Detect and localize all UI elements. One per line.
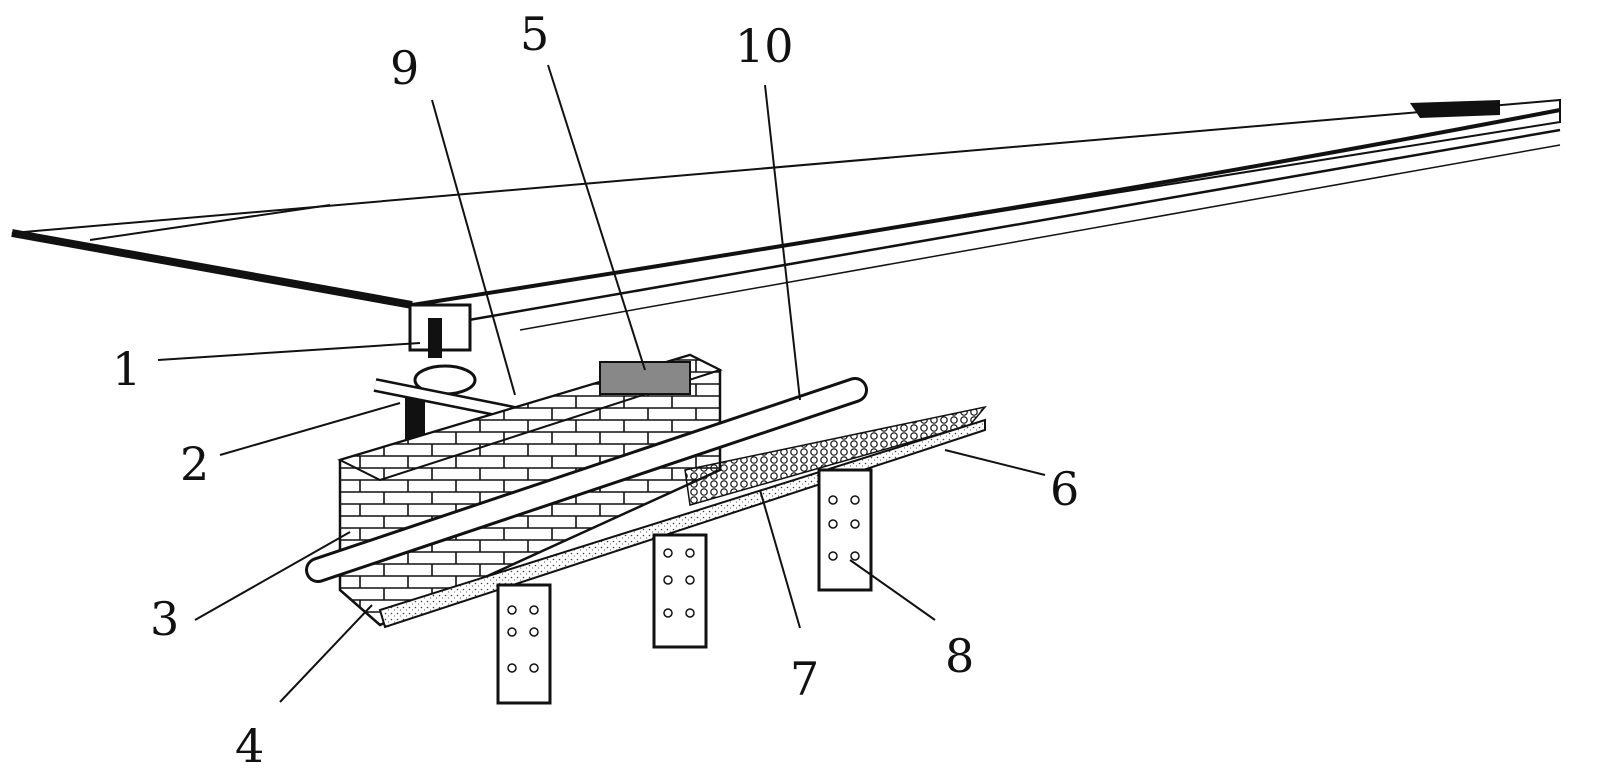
pile-middle — [652, 533, 708, 649]
callout-7: 7 — [790, 652, 819, 706]
callout-10: 10 — [735, 19, 794, 73]
long-pipe — [305, 377, 868, 583]
pile-left — [496, 583, 552, 705]
leader-lines — [157, 64, 1046, 703]
callout-8: 8 — [945, 629, 974, 683]
piles — [496, 468, 873, 705]
callout-2: 2 — [180, 437, 209, 491]
callout-6: 6 — [1050, 462, 1079, 516]
callout-3: 3 — [150, 592, 179, 646]
callout-4: 4 — [235, 719, 264, 773]
panel-slab — [11, 98, 1561, 331]
callout-5: 5 — [520, 7, 549, 61]
callout-labels: 1 2 3 4 5 6 7 8 9 10 — [112, 7, 1079, 773]
callout-9: 9 — [390, 41, 419, 95]
pile-right — [817, 468, 873, 592]
callout-1: 1 — [112, 342, 141, 396]
